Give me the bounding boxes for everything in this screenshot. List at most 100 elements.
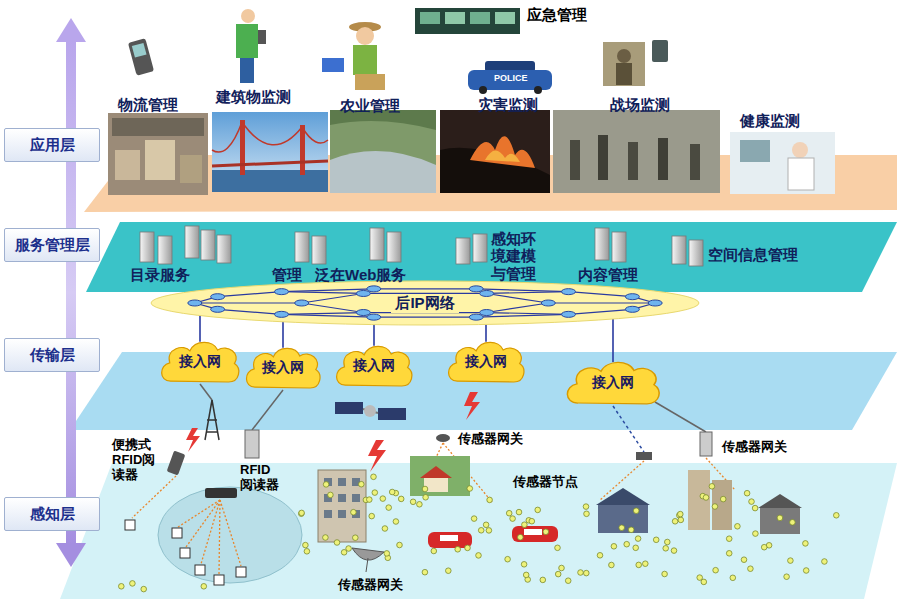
- service-label: 内容管理: [578, 266, 638, 283]
- art-rect: [217, 235, 231, 263]
- mesh-link: [487, 303, 549, 313]
- cloud-shape: [449, 342, 524, 382]
- sensor-dot: [386, 505, 392, 511]
- art-rect: [338, 510, 346, 518]
- art-rect: [445, 12, 465, 24]
- art-circle: [534, 86, 542, 94]
- device-label: 传感器网关: [338, 578, 403, 593]
- art-rect: [420, 12, 440, 24]
- layer-box: 传输层: [4, 338, 100, 372]
- art-line: [132, 476, 176, 518]
- sensor-dot: [672, 519, 678, 525]
- art-line: [220, 500, 241, 566]
- farm-house: [410, 456, 470, 496]
- sensor-dot: [522, 522, 528, 528]
- art-line: [252, 390, 283, 430]
- sensor-dot: [741, 557, 747, 563]
- art-rect: [185, 226, 199, 258]
- sensor-dot: [535, 507, 541, 513]
- art-rect: [378, 408, 406, 420]
- router-node: [367, 286, 381, 292]
- art-rect: [312, 236, 326, 264]
- art-rect: [658, 138, 668, 180]
- emergency-screen: [415, 8, 520, 34]
- art-rect: [258, 30, 266, 44]
- layer-box: 应用层: [4, 128, 100, 162]
- sensor-dot: [749, 499, 755, 505]
- sensor-dot: [665, 539, 671, 545]
- sensor-dot: [372, 490, 378, 496]
- art-rect: [470, 12, 490, 24]
- cloud-shape: [162, 342, 239, 382]
- art-rect: [616, 63, 632, 85]
- cloud-label: 接入网: [262, 359, 304, 377]
- sensor-dot: [471, 516, 477, 522]
- art-rect: [180, 548, 190, 558]
- router-node: [648, 300, 662, 306]
- art-rect: [115, 150, 140, 180]
- cars: [428, 526, 558, 548]
- sensor-dot: [506, 510, 512, 516]
- network-mesh: [195, 289, 655, 317]
- service-label: 目录服务: [130, 266, 190, 283]
- sensor-dot: [663, 546, 669, 552]
- sensor-dot: [619, 525, 625, 531]
- sensor-dot: [397, 542, 403, 548]
- art-polygon: [758, 494, 802, 508]
- layer-label: 应用层: [30, 136, 75, 155]
- layer-label: 感知层: [30, 505, 75, 524]
- sensor-dot: [671, 548, 677, 554]
- sensor-dot: [371, 474, 377, 480]
- art-line: [200, 384, 212, 400]
- police-car: [468, 61, 552, 94]
- router-node: [541, 300, 555, 306]
- art-rect: [512, 526, 558, 542]
- sensor-dot: [726, 536, 732, 542]
- art-path: [212, 122, 328, 152]
- router-node: [188, 300, 202, 306]
- portable-reader: [167, 451, 186, 476]
- sensor-dot: [323, 482, 329, 488]
- sensor-dot: [130, 581, 136, 587]
- art-rect: [598, 505, 648, 533]
- access-cloud: 接入网: [158, 338, 242, 386]
- art-rect: [236, 24, 258, 58]
- art-rect: [570, 140, 580, 180]
- art-rect: [456, 238, 470, 264]
- art-rect: [688, 470, 710, 530]
- sensor-dot: [701, 579, 707, 585]
- router-node: [562, 289, 576, 295]
- sensor-dot: [803, 568, 809, 574]
- art-rect: [689, 240, 703, 266]
- sensor-dot: [584, 511, 590, 517]
- gateway-device: [636, 452, 652, 460]
- sensor-dot: [334, 540, 340, 546]
- art-rect: [140, 232, 154, 262]
- art-rect: [628, 142, 638, 180]
- sensor-dot: [752, 505, 758, 511]
- rfid-reader: [205, 488, 237, 498]
- lightning: [368, 440, 386, 472]
- app-label: 建筑物监测: [216, 88, 291, 105]
- person-icon: [236, 9, 266, 83]
- sensor-dot: [410, 499, 416, 505]
- art-rect: [355, 74, 385, 90]
- art-rect: [652, 40, 668, 62]
- sensor-dot: [703, 495, 709, 501]
- sensor-dot: [633, 508, 639, 514]
- art-line: [207, 419, 217, 421]
- sensor-dot: [303, 542, 309, 548]
- router-node: [367, 314, 381, 320]
- router-node: [625, 294, 639, 300]
- art-rect: [112, 118, 204, 136]
- sensor-dot: [788, 558, 794, 564]
- rfid-zone: [158, 487, 302, 583]
- battlefield-photo: [553, 110, 720, 193]
- network-ellipse: 后IP网络: [150, 280, 700, 326]
- art-line: [201, 500, 220, 564]
- art-rect: [128, 38, 154, 76]
- network-area: [151, 281, 699, 325]
- art-rect: [108, 113, 208, 195]
- art-rect: [495, 12, 515, 24]
- fire-photo: [440, 110, 550, 193]
